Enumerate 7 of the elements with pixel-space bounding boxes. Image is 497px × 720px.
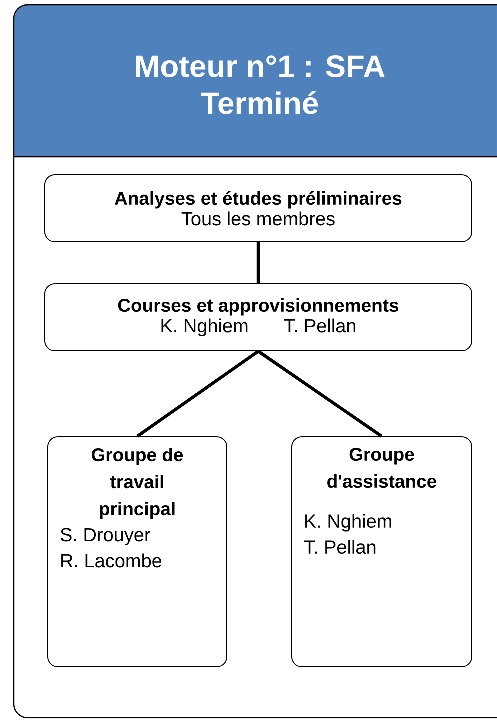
- connector-line: [136, 350, 260, 438]
- process-box: Analyses et études préliminaires Tous les membres: [44, 174, 472, 242]
- group-box: Groupe d'assistance K. Nghiem T. Pellan: [292, 436, 472, 668]
- process-box: Courses et approvisionnements K. Nghiem T. Pellan: [44, 284, 472, 352]
- connector-line: [258, 350, 383, 438]
- connector-line: [256, 242, 260, 284]
- group-box: Groupe de travail principal S. Drouyer R. Lacombe: [48, 436, 228, 668]
